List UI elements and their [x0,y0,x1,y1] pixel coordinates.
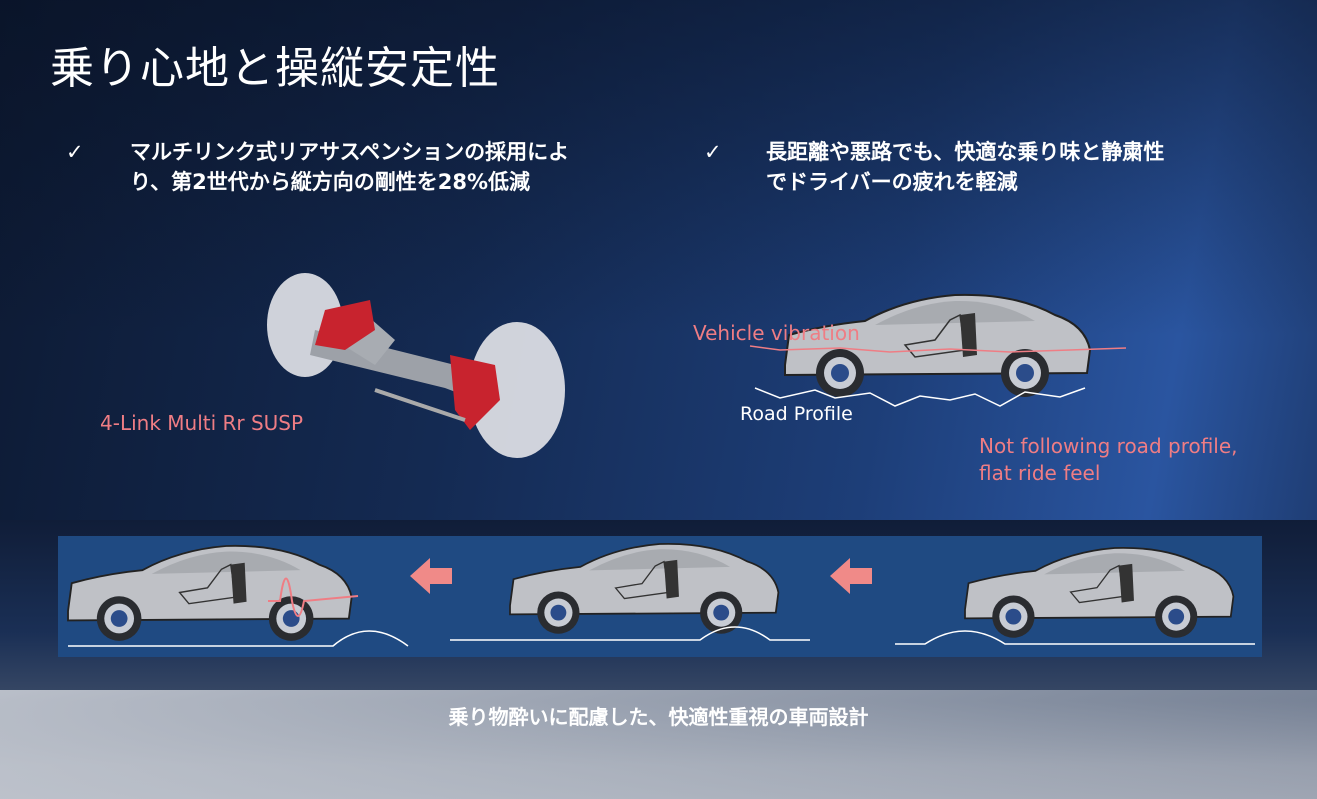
suspension-label: 4-Link Multi Rr SUSP [100,411,304,435]
caption: 乗り物酔いに配慮した、快適性重視の車両設計 [448,705,869,729]
bullet-line: マルチリンク式リアサスペンションの採用によ [130,140,570,164]
background-wall [0,0,1317,560]
bullet-line: でドライバーの疲れを軽減 [766,170,1018,194]
check-icon: ✓ [704,140,722,164]
note-line: flat ride feel [979,461,1101,485]
sequence-car-2 [450,542,810,641]
background-floor [0,690,1317,799]
left-arrow-icon [410,558,452,594]
vibration-label: Vehicle vibration [693,321,860,345]
check-icon: ✓ [66,140,84,164]
bullet-text-2: 長距離や悪路でも、快適な乗り味と静粛性 でドライバーの疲れを軽減 [766,137,1164,197]
page-title: 乗り心地と操縦安定性 [50,43,500,94]
bullet-line: 長距離や悪路でも、快適な乗り味と静粛性 [766,140,1165,164]
suspension-illustration [267,273,565,458]
left-arrow-icon [830,558,872,594]
vibration-line [749,345,1127,407]
road-profile-label: Road Profile [740,403,853,425]
bullet-line: り、第2世代から縦方向の剛性を28%低減 [130,170,531,194]
note-line: Not following road profile, [979,434,1238,458]
sequence-car-1 [67,544,409,647]
flat-ride-note: Not following road profile, flat ride fe… [979,433,1238,487]
bullet-text-1: マルチリンク式リアサスペンションの採用によ り、第2世代から縦方向の剛性を28%… [130,137,569,197]
sequence-car-3 [895,546,1255,645]
